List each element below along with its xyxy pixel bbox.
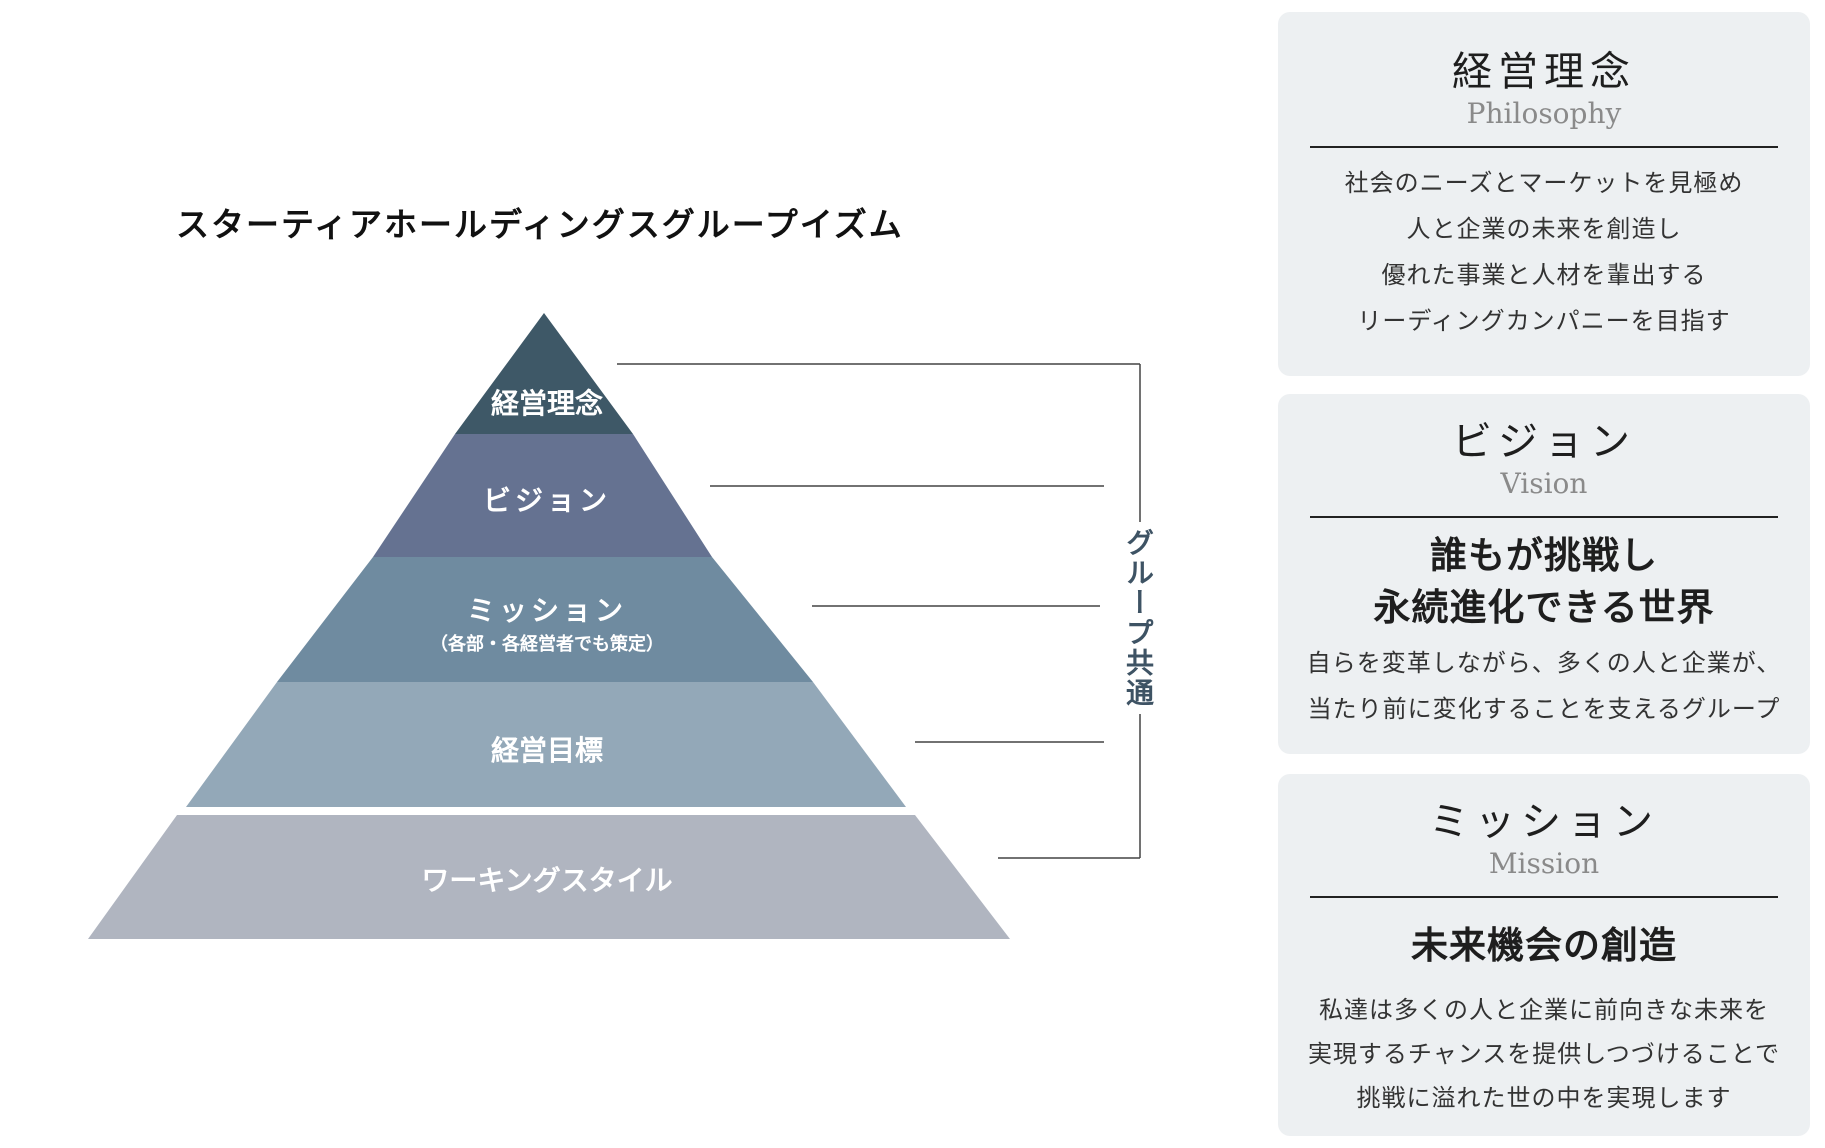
pyramid-label-philosophy: 経営理念 [491,387,603,420]
pyramid-sublabel-mission: （各部・各経営者でも策定） [430,633,664,655]
pyramid-layer-philosophy [455,313,633,434]
pyramid-label-goals: 経営目標 [491,734,603,767]
mission-card: ミッション Mission 未来機会の創造 私達は多くの人と企業に前向きな未来を… [1278,774,1810,1136]
vision-line: 自らを変革しながら、多くの人と企業が、 [1306,649,1782,677]
philosophy-line: 社会のニーズとマーケットを見極め [1344,169,1744,197]
mission-heading: ミッション [1429,799,1659,845]
diagram-title: スターティアホールディングスグループイズム [176,205,904,244]
philosophy-line: リーディングカンパニーを目指す [1357,307,1731,335]
vision-statement-line: 永続進化できる世界 [1373,586,1715,629]
pyramid-layer-goals [186,682,906,807]
pyramid-layer-vision [373,434,712,557]
philosophy-card: 経営理念 Philosophy 社会のニーズとマーケットを見極め 人と企業の未来… [1278,12,1810,376]
philosophy-english: Philosophy [1466,97,1622,130]
philosophy-line: 人と企業の未来を創造し [1406,215,1682,243]
mission-english: Mission [1488,847,1600,880]
pyramid-layer-working-style [88,815,1010,939]
mission-line: 挑戦に溢れた世の中を実現します [1356,1084,1732,1112]
vision-card: ビジョン Vision 誰もが挑戦し 永続進化できる世界 自らを変革しながら、多… [1278,394,1810,754]
vision-english: Vision [1500,467,1588,500]
pyramid-label-working-style: ワーキングスタイル [421,864,672,897]
vision-heading: ビジョン [1452,419,1636,465]
vision-divider [1310,516,1778,518]
vision-statement-line: 誰もが挑戦し [1430,534,1658,577]
philosophy-divider [1310,146,1778,148]
bracket-connector [617,363,1141,859]
vision-statement: 誰もが挑戦し 永続進化できる世界 [1278,530,1810,634]
philosophy-body: 社会のニーズとマーケットを見極め 人と企業の未来を創造し 優れた事業と人材を輩出… [1278,160,1810,344]
mission-line: 私達は多くの人と企業に前向きな未来を [1319,996,1769,1024]
mission-line: 実現するチャンスを提供しつづけることで [1307,1040,1781,1068]
philosophy-line: 優れた事業と人材を輩出する [1381,261,1707,289]
mission-statement: 未来機会の創造 [1278,920,1810,972]
mission-statement-line: 未来機会の創造 [1411,924,1677,967]
philosophy-heading: 経営理念 [1452,49,1636,95]
pyramid-label-mission: ミッション [467,594,627,627]
mission-body: 私達は多くの人と企業に前向きな未来を 実現するチャンスを提供しつづけることで 挑… [1278,988,1810,1120]
mission-divider [1310,896,1778,898]
vision-body: 自らを変革しながら、多くの人と企業が、 当たり前に変化することを支えるグループ [1278,640,1810,732]
vision-line: 当たり前に変化することを支えるグループ [1307,695,1781,723]
pyramid-label-vision: ビジョン [483,484,611,517]
pyramid-layer-mission [277,557,813,682]
group-common-label: グループ共通 [1118,522,1158,714]
